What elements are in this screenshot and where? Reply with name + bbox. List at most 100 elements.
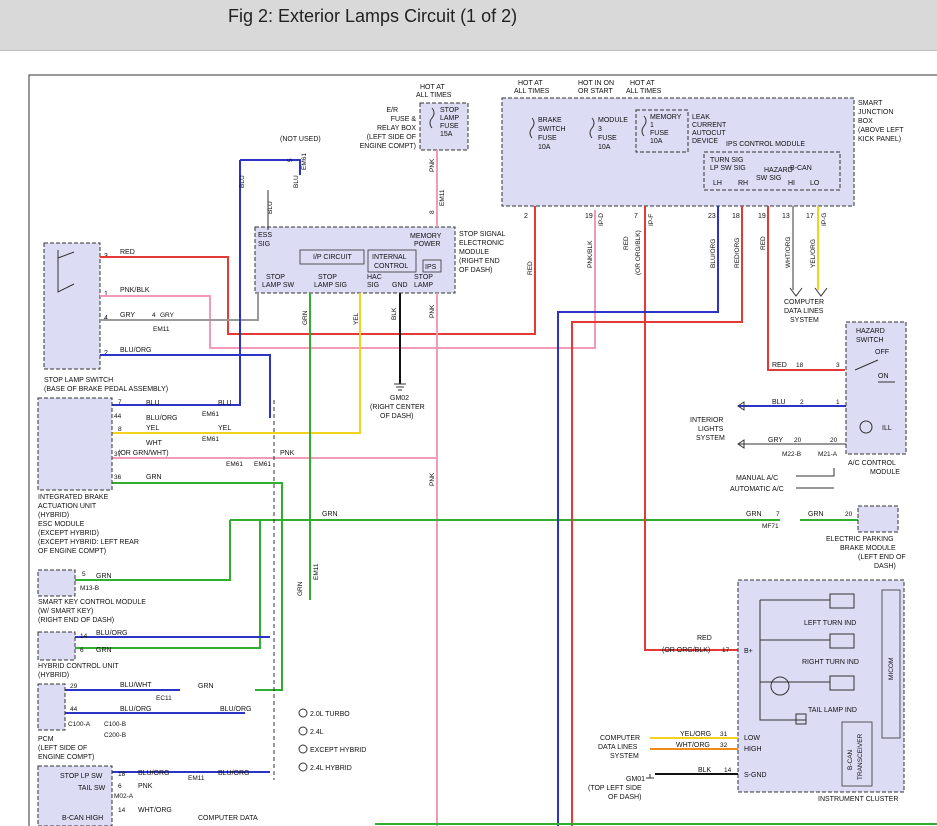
component-label: (W/ SMART KEY) (38, 608, 93, 615)
block-label: B-CAN (847, 749, 854, 770)
ibau-module (37, 397, 113, 491)
component-label: ESC MODULE (38, 521, 85, 528)
wire-label: BLU/WHT (120, 682, 152, 689)
hot-label: ALL TIMES (626, 88, 662, 95)
component-label: INSTRUMENT CLUSTER (818, 796, 898, 803)
lamp-icon (859, 420, 873, 434)
component-label: SMART KEY CONTROL MODULE (38, 599, 146, 606)
component-label: SWITCH (856, 337, 884, 344)
component-label: HYBRID CONTROL UNIT (38, 663, 119, 670)
pin-number: 6 (118, 783, 122, 790)
pin-number: 18 (118, 771, 126, 778)
block-label: INTERNAL (372, 254, 407, 261)
wire-label: BLU/ORG (120, 706, 152, 713)
system-label: LIGHTS (698, 426, 724, 433)
pin-number: 2 (524, 213, 528, 220)
pin-number: 44 (70, 706, 78, 713)
wire-label: GRN (297, 581, 304, 596)
component-label: ACTUATION UNIT (38, 503, 97, 510)
component-label: (EXCEPT HYBRID: LEFT REAR (38, 539, 139, 546)
pin-number: 44 (114, 413, 122, 420)
stop-lamp-switch (43, 242, 101, 370)
pin-label: LOW (744, 735, 760, 742)
ground-label: GM02 (390, 395, 409, 402)
ground-icon (646, 774, 654, 779)
component-label: ENGINE COMPT) (38, 754, 94, 761)
micom-block (881, 589, 901, 739)
module-label: STOP SIGNAL (459, 231, 506, 238)
pcm-module (37, 683, 66, 731)
pin-label: B-CAN (790, 165, 812, 172)
indicator-label: LEFT TURN IND (804, 620, 856, 627)
block-label: I/P CIRCUIT (313, 254, 352, 261)
pin-number: 13 (782, 213, 790, 220)
led-icon (829, 675, 855, 691)
wire-label: GRN (96, 647, 112, 654)
component-label: INTEGRATED BRAKE (38, 494, 109, 501)
wire-label: GRY (120, 312, 135, 319)
pin-number: 19 (758, 213, 766, 220)
sjb-label: JUNCTION (858, 109, 893, 116)
pin-number: 14 (724, 767, 732, 774)
pin-number: 8 (118, 426, 122, 433)
connector-label: IP-D (598, 213, 605, 226)
epb-module (857, 505, 899, 533)
ac-control-module (845, 321, 907, 455)
wire-label: BLU (146, 400, 160, 407)
fuse-icon (429, 107, 435, 129)
pin-label: LAMP SW (262, 282, 295, 289)
switch-contact-icon (57, 250, 75, 293)
wire-label: GRN (746, 511, 762, 518)
fuse-label: 15A (440, 131, 453, 138)
smart-key-module (37, 569, 76, 597)
ground-label: OF DASH) (608, 794, 641, 801)
pin-number: 23 (708, 213, 716, 220)
wire-label: WHT/ORG (785, 237, 792, 268)
wire-label: RED (120, 249, 135, 256)
connector-label: EM11 (153, 326, 170, 333)
component-label: MODULE (870, 469, 900, 476)
pin-label: B+ (744, 648, 753, 655)
cluster-circuit (759, 599, 830, 721)
wire-label: RED (772, 362, 787, 369)
pin-number: 1 (104, 291, 108, 298)
pin-number: 2 (800, 399, 804, 406)
hot-label: HOT AT (630, 80, 655, 87)
cluster-left-module (37, 765, 113, 826)
box-label: E/R (386, 107, 398, 114)
wire-label: PNK (280, 450, 295, 457)
wire-label: GRN (302, 310, 309, 325)
wire-label: BLU/ORG (146, 415, 178, 422)
wire-label: WHT (146, 440, 163, 447)
pin-label: HAC (367, 274, 382, 281)
wire-label: WHT/ORG (676, 742, 710, 749)
wire-label: BLU (218, 400, 232, 407)
wire-label: GRY (768, 437, 783, 444)
bcan-transceiver (841, 721, 873, 787)
fuse-label: FUSE (650, 130, 669, 137)
pin-label: SW SIG (756, 175, 781, 182)
system-label: INTERIOR (690, 417, 723, 424)
connector-label: EM11 (188, 775, 205, 782)
component-label: PCM (38, 736, 54, 743)
wire-grn-ibau (112, 482, 283, 691)
connector-label: M22-B (782, 451, 801, 458)
option-link (796, 468, 835, 489)
system-label: SYSTEM (610, 753, 639, 760)
pin-number: 29 (70, 683, 78, 690)
wire-label: YEL/ORG (810, 239, 817, 268)
ground-label: (RIGHT CENTER (370, 404, 425, 411)
pin-number: 6 (80, 647, 84, 654)
connector-label: EM61 (202, 436, 219, 443)
not-used-label: (NOT USED) (280, 136, 321, 143)
component-label: OF ENGINE COMPT) (38, 548, 106, 555)
component-label: (EXCEPT HYBRID) (38, 530, 99, 537)
module-label: ELECTRONIC (459, 240, 504, 247)
pin-label: SIG (367, 282, 379, 289)
pin-label: LP SW SIG (710, 165, 746, 172)
pin-label: SIG (258, 241, 270, 248)
fuse-label: 10A (538, 144, 551, 151)
pin-label: LAMP (414, 282, 433, 289)
hot-label: HOT IN ON (578, 80, 614, 87)
system-label: SYSTEM (696, 435, 725, 442)
